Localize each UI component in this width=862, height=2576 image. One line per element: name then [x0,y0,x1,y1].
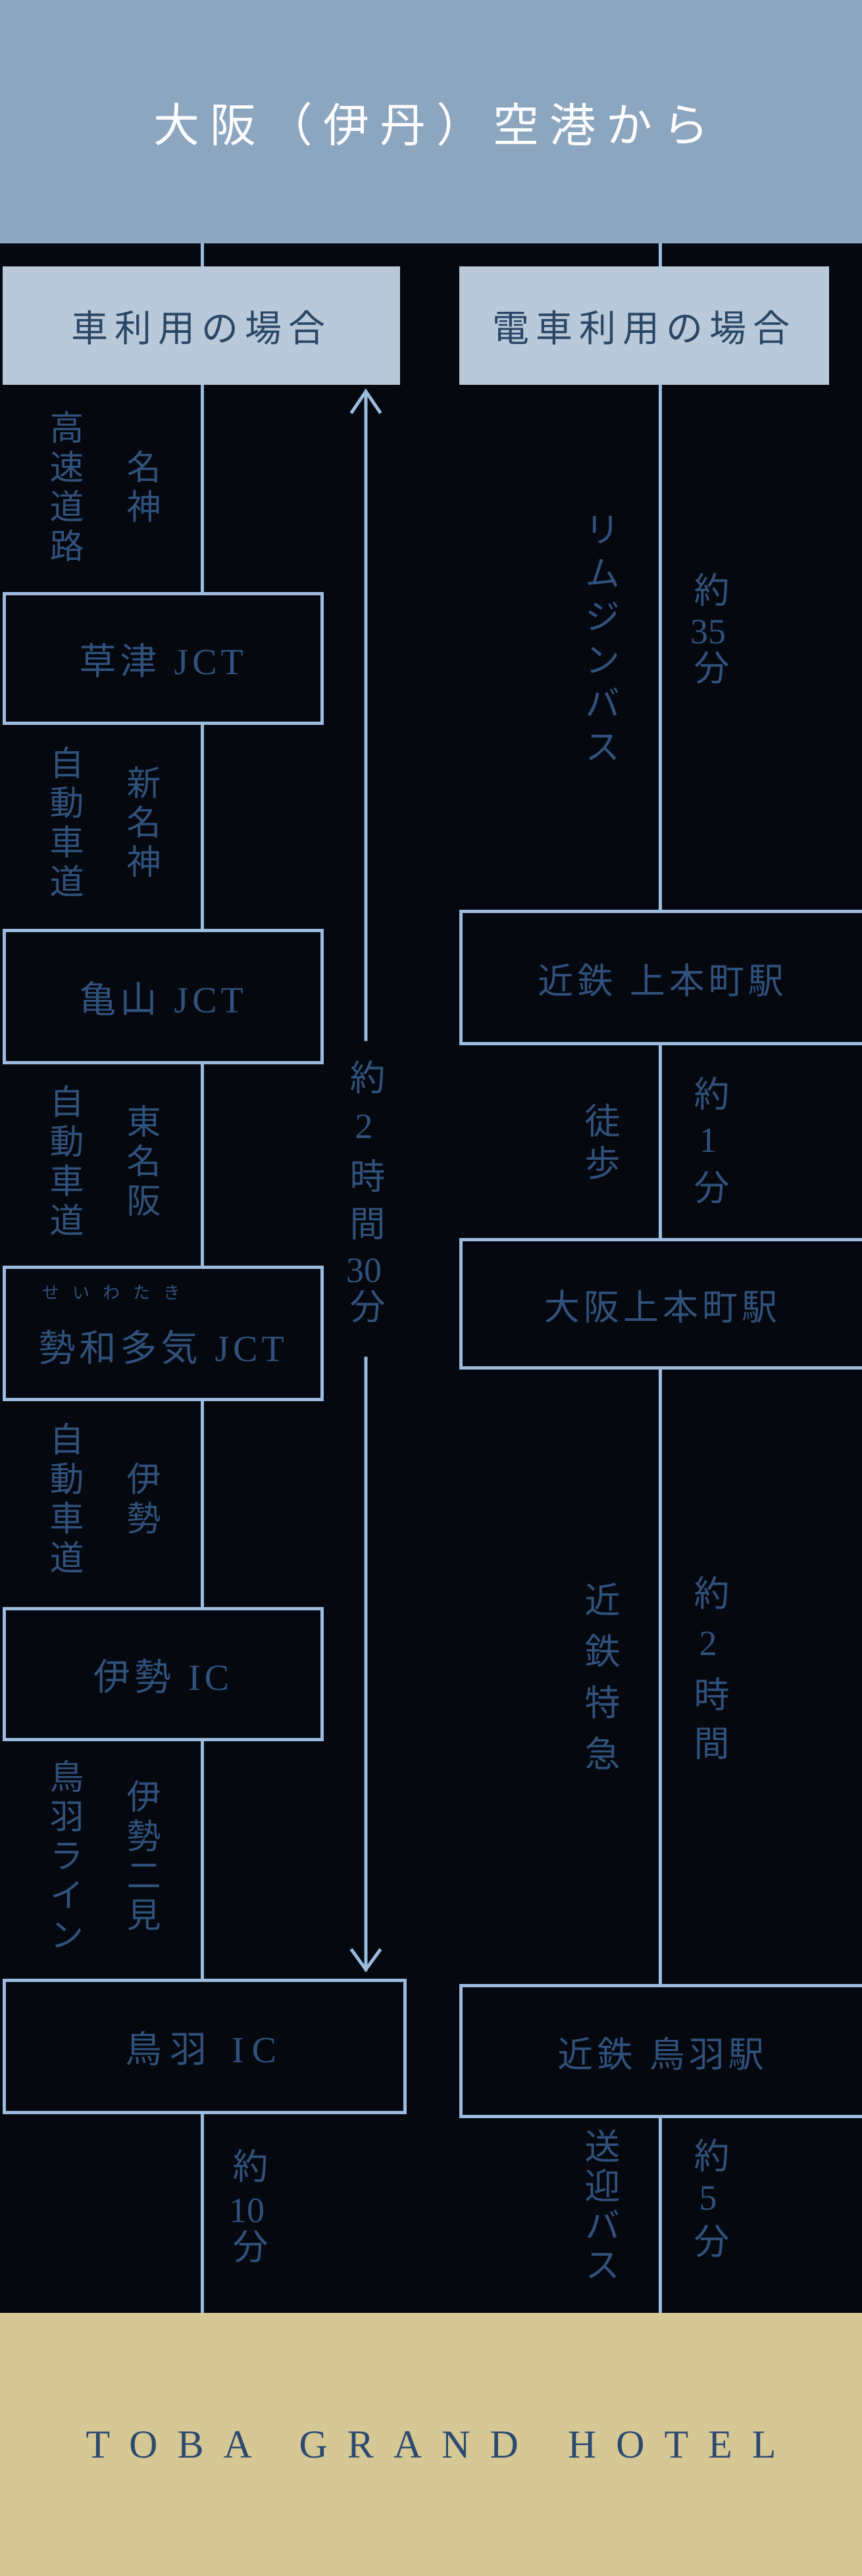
mode-walk: 徒歩 [579,1102,619,1187]
page-header: 大阪（伊丹）空港から [0,0,862,243]
page-title: 大阪（伊丹）空港から [153,101,719,152]
mode-limousine-bus: リムジンバス [579,511,619,772]
road-type: 自動車道 [44,745,82,903]
road-label-higashi-meihan-expressway: 東名阪 自動車道 [26,1059,165,1266]
road-name: 伊勢二見 [121,1779,159,1937]
node-kusatsu-jct: 草津 JCT [3,592,324,725]
hotel-banner: TOBA GRAND HOTEL [0,2313,862,2576]
car-column-header: 車利用の場合 [3,266,400,385]
mode-kintetsu-limited-express: 近鉄特急 [579,1581,619,1787]
road-name: 伊勢 [121,1461,159,1540]
car-final-leg-time: 約10分 [227,2148,266,2273]
node-kameyama-jct: 亀山 JCT [3,929,324,1064]
road-label-ise-expressway: 伊勢 自動車道 [26,1395,165,1606]
time-walk: 約1分 [688,1076,728,1214]
hotel-name: TOBA GRAND HOTEL [86,2422,796,2466]
road-type: 自動車道 [44,1422,82,1579]
car-total-time: 約2時間30分 [344,1059,384,1335]
node-kintetsu-uehommachi-station: 近鉄 上本町駅 [459,910,862,1045]
furigana-seiwataki: せいわたき [42,1283,194,1302]
time-limousine-bus: 約35分 [688,572,728,691]
node-toba-ic: 鳥羽 IC [3,1979,407,2114]
mode-shuttle-bus: 送迎バス [579,2128,619,2286]
road-type: 鳥羽ライン [44,1759,82,1956]
node-ise-ic: 伊勢 IC [3,1607,324,1741]
road-label-meishin-expressway: 名神 高速道路 [26,385,165,592]
train-column-header: 電車利用の場合 [459,266,829,385]
road-type: 自動車道 [44,1083,82,1242]
node-osaka-uehommachi-station: 大阪上本町駅 [459,1238,862,1370]
road-name: 名神 [121,449,159,528]
road-type: 高速道路 [44,409,82,568]
time-shuttle-bus: 約5分 [688,2137,728,2264]
road-label-ise-futami-toba-line: 伊勢二見 鳥羽ライン [26,1737,165,1979]
node-seiwataki-jct: せいわたき 勢和多気 JCT [3,1266,324,1401]
node-label: 勢和多気 JCT [38,1328,288,1370]
road-name: 東名阪 [121,1103,159,1222]
node-kintetsu-toba-station: 近鉄 鳥羽駅 [459,1984,862,2118]
road-label-shin-meishin-expressway: 新名神 自動車道 [26,720,165,928]
time-kintetsu-limited-express: 約2時間 [688,1575,728,1773]
total-duration-arrow [349,388,382,1973]
road-name: 新名神 [121,764,159,883]
